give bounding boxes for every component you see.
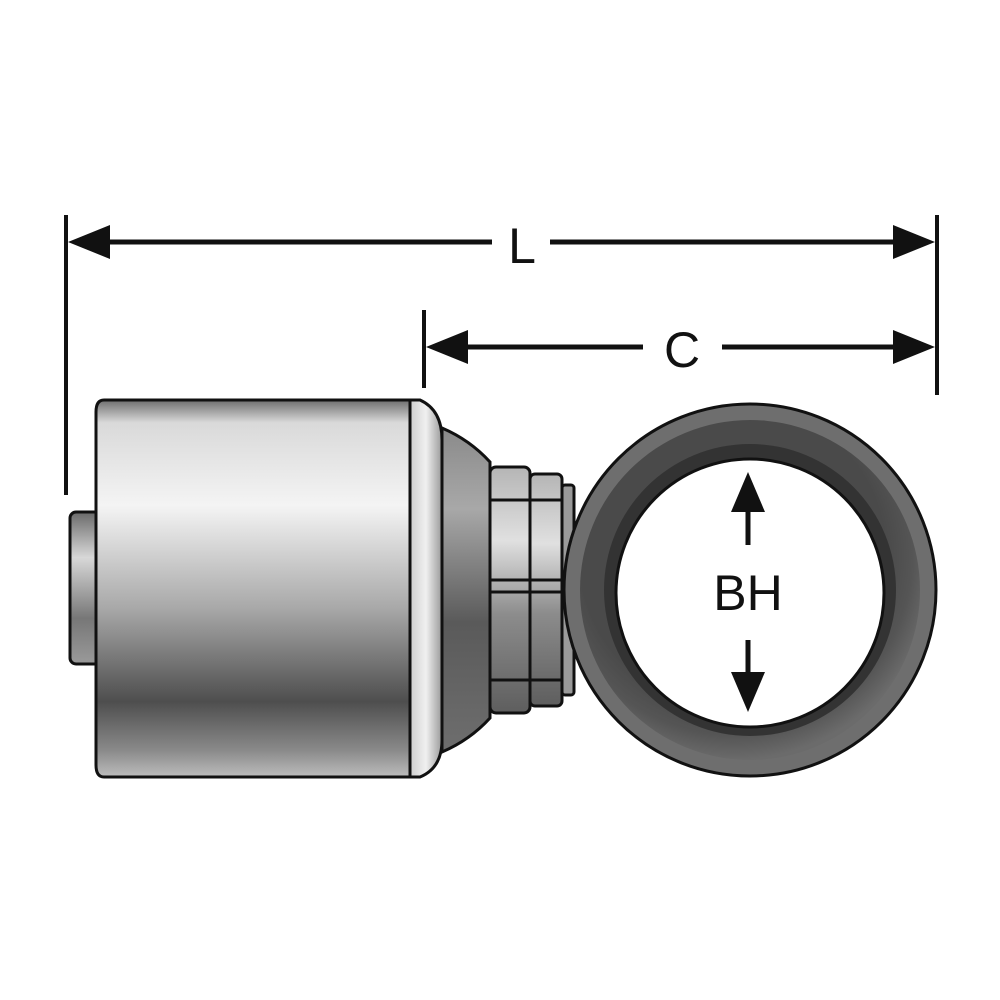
hex-nut-middle bbox=[528, 472, 564, 708]
dimension-l-arrow-right bbox=[893, 225, 935, 259]
hex-nut-front bbox=[488, 465, 532, 715]
dimension-l-label: L bbox=[508, 218, 536, 274]
dimension-bh-label: BH bbox=[713, 565, 782, 621]
banjo-ring bbox=[562, 402, 938, 778]
tapered-neck bbox=[440, 425, 492, 755]
ferrule-collar bbox=[408, 398, 444, 779]
dimension-c: C bbox=[426, 322, 935, 378]
dimension-c-arrow-right bbox=[893, 330, 935, 364]
bolt-hole bbox=[614, 457, 886, 729]
dimension-l-arrow-left bbox=[68, 225, 110, 259]
dimension-bh: BH bbox=[713, 472, 783, 712]
dimension-bh-arrow-up bbox=[731, 472, 765, 512]
hex-nut bbox=[488, 465, 576, 715]
ferrule-body bbox=[94, 398, 412, 779]
dimension-c-arrow-left bbox=[426, 330, 468, 364]
dimension-c-label: C bbox=[664, 322, 700, 378]
dimension-l: L bbox=[68, 218, 935, 274]
dimension-bh-arrow-down bbox=[731, 672, 765, 712]
